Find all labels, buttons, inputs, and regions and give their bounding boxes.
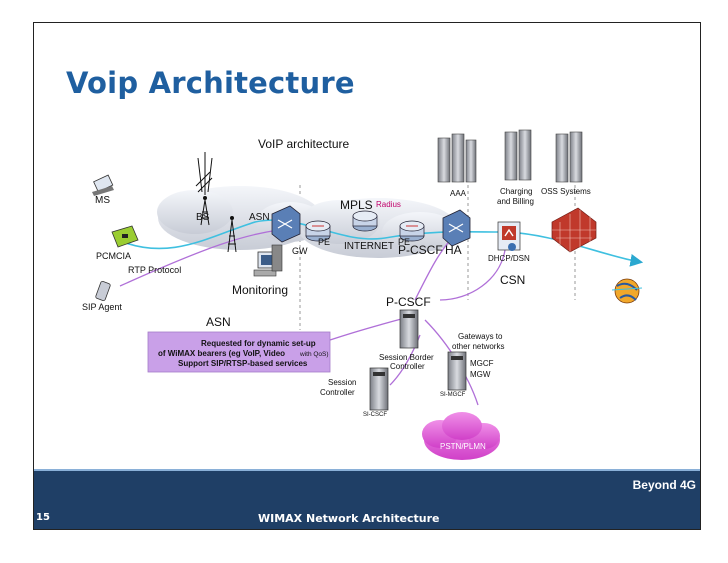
pe-router-left-icon	[305, 220, 331, 242]
gateways-label-1: Gateways to	[458, 332, 503, 341]
asn-cloud-label: ASN	[249, 212, 270, 223]
pe-right-label: PE	[398, 237, 410, 247]
pstn-plmn-cloud	[422, 412, 500, 460]
sip-agent-label: SIP Agent	[82, 302, 122, 312]
footer-divider	[34, 469, 700, 471]
gw-label: GW	[292, 246, 308, 256]
page-number: 15	[36, 512, 50, 523]
pe-left-label: PE	[318, 237, 330, 247]
mpls-cloud	[298, 198, 458, 258]
footer-band	[34, 471, 700, 529]
internet-label: INTERNET	[344, 241, 394, 252]
ha-label: HA	[445, 243, 462, 257]
callout-line-1: Requested for dynamic set-up	[201, 339, 316, 348]
sbc-label-line1: Session Border	[379, 353, 434, 362]
charging-billing-server-icon	[504, 129, 532, 181]
pcmcia-card-icon	[111, 225, 139, 248]
mgcf-label: MGCF	[470, 359, 494, 368]
laptop-icon	[92, 174, 114, 196]
qos-callout-box	[147, 331, 331, 373]
asn-region-label: ASN	[206, 315, 231, 329]
mgcf-mgw-server-icon	[447, 351, 467, 391]
billing-label: and Billing	[497, 197, 534, 206]
footer-title: WIMAX Network Architecture	[258, 512, 440, 525]
sbc-label-line2: Controller	[390, 362, 425, 371]
p-cscf-mid-label: P-CSCF	[386, 295, 431, 309]
dhcp-dsn-label: DHCP/DSN	[488, 254, 530, 263]
csn-label: CSN	[500, 273, 525, 287]
footer-tag: Beyond 4G	[632, 478, 696, 492]
mpls-label: MPLS	[340, 198, 373, 212]
p-cscf-server-icon	[399, 309, 419, 349]
monitoring-label: Monitoring	[232, 283, 288, 297]
slide-title: Voip Architecture	[66, 66, 355, 100]
rtp-protocol-label: RTP Protocol	[128, 265, 181, 275]
oss-server-icon	[555, 131, 583, 183]
ha-switch-icon	[442, 209, 471, 247]
charging-label: Charging	[500, 187, 532, 196]
slide-frame	[33, 22, 701, 530]
diagram-caption: VoIP architecture	[258, 137, 349, 151]
callout-line-3: Support SIP/RTSP-based services	[178, 359, 308, 368]
pstn-plmn-label: PSTN/PLMN	[440, 442, 486, 451]
dhcp-dsn-server-icon	[497, 221, 521, 251]
bearer-path-line	[117, 219, 644, 267]
p-cscf-top-label: P-CSCF	[398, 243, 443, 257]
mpls-core-router-icon	[352, 210, 378, 232]
monitoring-computer-icon	[253, 244, 283, 277]
callout-line-2: of WiMAX bearers (eg VoIP, Video	[158, 349, 285, 358]
radius-label: Radius	[376, 200, 401, 209]
si-cscf-server-icon	[369, 367, 389, 411]
mgw-label: MGW	[470, 370, 491, 379]
pe-router-right-icon	[399, 220, 425, 242]
firewall-icon	[551, 207, 597, 253]
callout-line-2-small: with QoS)	[299, 351, 329, 358]
pcmcia-label: PCMCIA	[96, 251, 131, 261]
session-controller-label-2: Controller	[320, 388, 355, 397]
si-mgcf-label: SI-MGCF	[440, 392, 466, 398]
session-controller-label-1: Session	[328, 378, 356, 387]
oss-systems-label: OSS Systems	[541, 187, 591, 196]
asn-tower-icon	[227, 216, 237, 253]
aaa-server-icon	[437, 133, 477, 183]
ms-label: MS	[95, 195, 110, 206]
bs-tower-icon	[195, 152, 213, 226]
sip-phone-icon	[95, 280, 111, 302]
aaa-label: AAA	[450, 189, 467, 198]
si-cscf-label: SI-CSCF	[363, 412, 387, 418]
globe-icon	[611, 278, 643, 304]
bs-label: BS	[196, 212, 210, 223]
gateways-label-2: other networks	[452, 342, 504, 351]
asn-gateway-switch-icon	[271, 205, 301, 243]
